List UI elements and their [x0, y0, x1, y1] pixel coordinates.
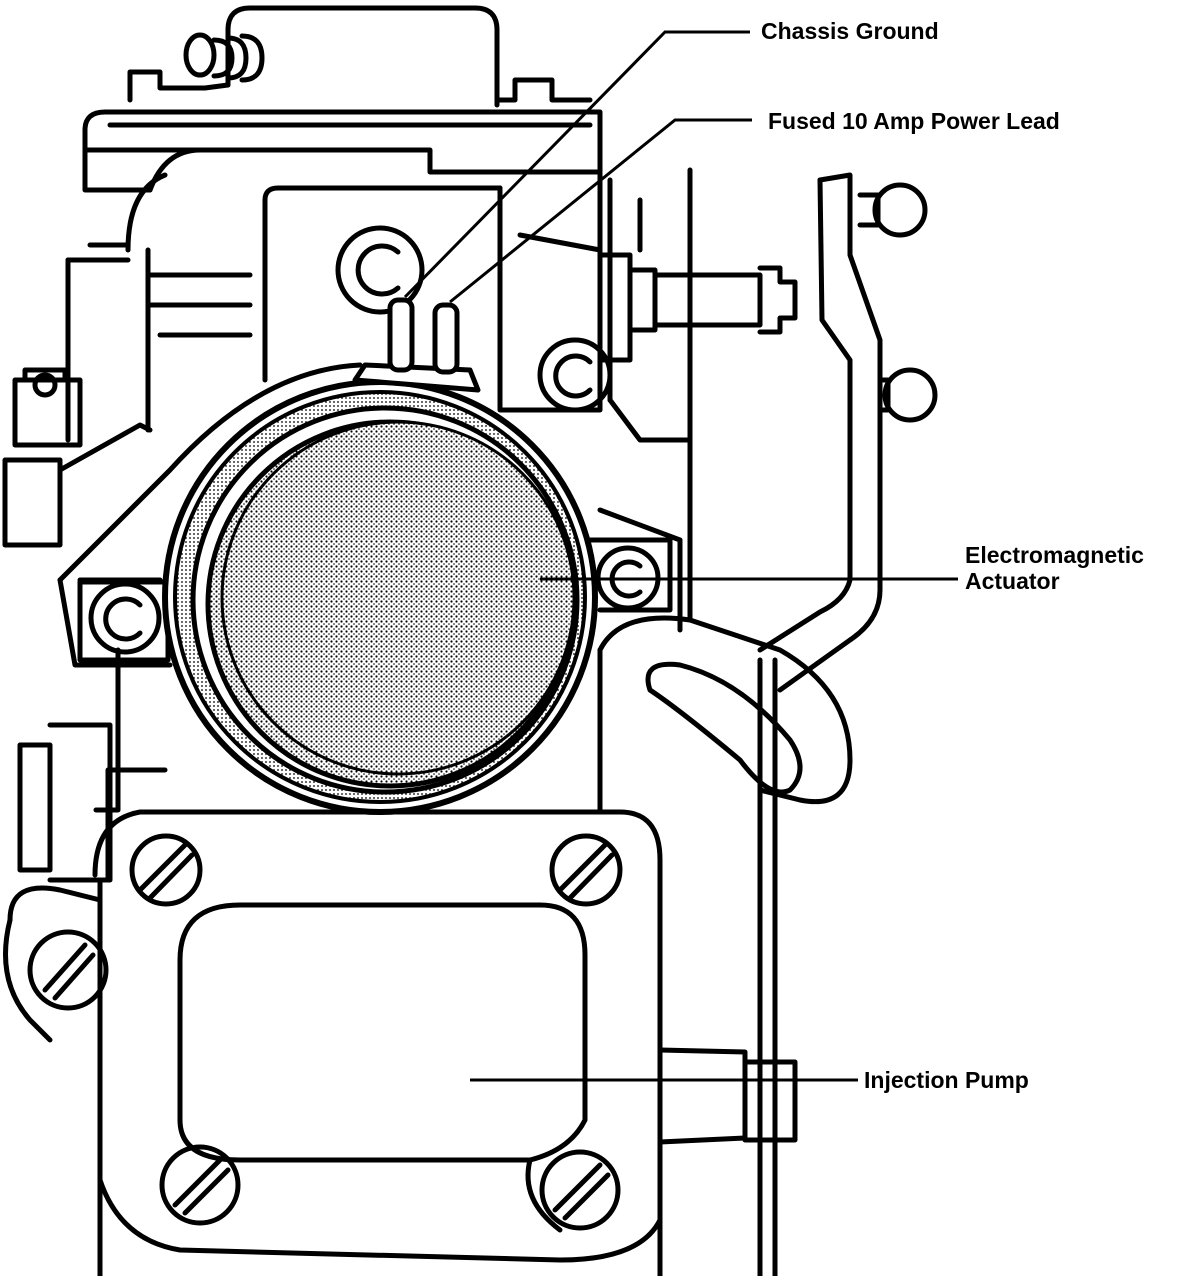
pump-body — [2, 147, 778, 1276]
power-lead-leader — [449, 118, 752, 304]
slotted-screws — [129, 833, 623, 1231]
electromagnetic-actuator — [162, 297, 598, 815]
chassis-ground-label: Chassis Ground — [761, 18, 939, 44]
actuator-label-line2: Actuator — [965, 568, 1060, 594]
leader-lines — [403, 30, 958, 1082]
right-fittings — [597, 172, 938, 693]
governor-housing — [82, 5, 603, 193]
power-lead-label: Fused 10 Amp Power Lead — [768, 108, 1060, 134]
actuator-label-line1: Electromagnetic — [965, 542, 1144, 568]
electromagnetic-actuator-label: Electromagnetic Actuator — [965, 542, 1144, 594]
linkage-bracket — [597, 615, 853, 805]
pump-coupling — [657, 1042, 798, 1153]
chassis-ground-leader — [403, 30, 750, 299]
injection-pump-label: Injection Pump — [864, 1067, 1029, 1093]
